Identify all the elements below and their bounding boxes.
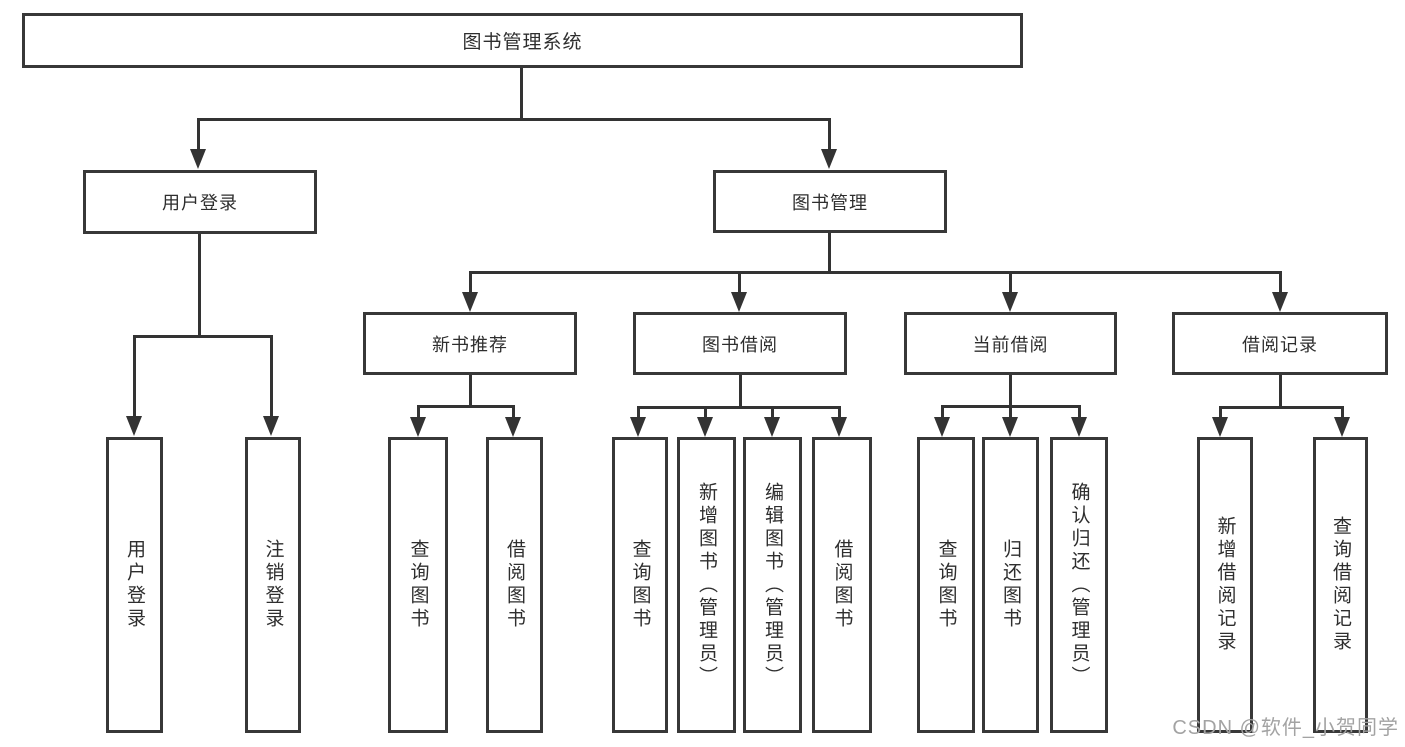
connector-line	[828, 118, 831, 150]
connector-line	[941, 405, 944, 418]
connector-line	[133, 335, 136, 417]
connector-line	[1219, 406, 1222, 418]
connector-line	[133, 335, 273, 338]
connector-line	[704, 406, 707, 418]
arrow-down	[934, 417, 950, 437]
connector-line	[417, 405, 420, 418]
arrow-down	[831, 417, 847, 437]
connector-line	[520, 68, 523, 120]
arrow-down	[1002, 417, 1018, 437]
connector-line	[469, 271, 1282, 274]
leaf-edit-book-admin: 编辑图书（管理员）	[743, 437, 802, 733]
connector-line	[1279, 271, 1282, 293]
leaf-query-borrow-record: 查询借阅记录	[1313, 437, 1368, 733]
leaf-borrow-book: 借阅图书	[812, 437, 872, 733]
arrow-down	[505, 417, 521, 437]
connector-line	[270, 335, 273, 417]
connector-line	[512, 405, 515, 418]
node-borrow-records: 借阅记录	[1172, 312, 1388, 375]
arrow-down	[731, 292, 747, 312]
connector-line	[1219, 406, 1344, 409]
connector-line	[637, 406, 640, 418]
arrow-down	[1334, 417, 1350, 437]
node-user-login: 用户登录	[83, 170, 317, 234]
leaf-add-borrow-record: 新增借阅记录	[1197, 437, 1253, 733]
connector-line	[828, 233, 831, 274]
leaf-logout: 注销登录	[245, 437, 301, 733]
node-root: 图书管理系统	[22, 13, 1023, 68]
connector-line	[738, 271, 741, 293]
leaf-recommend-borrow-book: 借阅图书	[486, 437, 543, 733]
arrow-down	[1272, 292, 1288, 312]
leaf-user-login: 用户登录	[106, 437, 163, 733]
leaf-confirm-return-admin: 确认归还（管理员）	[1050, 437, 1108, 733]
connector-line	[1009, 271, 1012, 293]
connector-line	[637, 406, 841, 409]
connector-line	[1009, 405, 1012, 418]
arrow-down	[697, 417, 713, 437]
connector-line	[1341, 406, 1344, 418]
connector-line	[469, 271, 472, 293]
node-new-book-recommend: 新书推荐	[363, 312, 577, 375]
connector-line	[1078, 405, 1081, 418]
leaf-borrow-query-book: 查询图书	[612, 437, 668, 733]
connector-line	[1009, 375, 1012, 408]
connector-line	[739, 375, 742, 409]
node-current-borrow: 当前借阅	[904, 312, 1117, 375]
connector-line	[417, 405, 515, 408]
arrow-down	[764, 417, 780, 437]
connector-line	[198, 234, 201, 338]
leaf-return-book: 归还图书	[982, 437, 1039, 733]
arrow-down	[630, 417, 646, 437]
node-book-borrow: 图书借阅	[633, 312, 847, 375]
leaf-current-query-book: 查询图书	[917, 437, 975, 733]
arrow-down	[1212, 417, 1228, 437]
arrow-down	[462, 292, 478, 312]
arrow-down	[126, 416, 142, 436]
arrow-down	[190, 149, 206, 169]
arrow-down	[263, 416, 279, 436]
arrow-down	[1002, 292, 1018, 312]
connector-line	[838, 406, 841, 418]
arrow-down	[1071, 417, 1087, 437]
leaf-add-book-admin: 新增图书（管理员）	[677, 437, 736, 733]
connector-line	[1279, 375, 1282, 409]
connector-line	[197, 118, 200, 150]
connector-line	[771, 406, 774, 418]
connector-line	[469, 375, 472, 408]
arrow-down	[410, 417, 426, 437]
csdn-watermark: CSDN @软件_小贺同学	[1172, 717, 1399, 739]
leaf-recommend-query-book: 查询图书	[388, 437, 448, 733]
node-book-management: 图书管理	[713, 170, 947, 233]
connector-line	[197, 118, 831, 121]
arrow-down	[821, 149, 837, 169]
